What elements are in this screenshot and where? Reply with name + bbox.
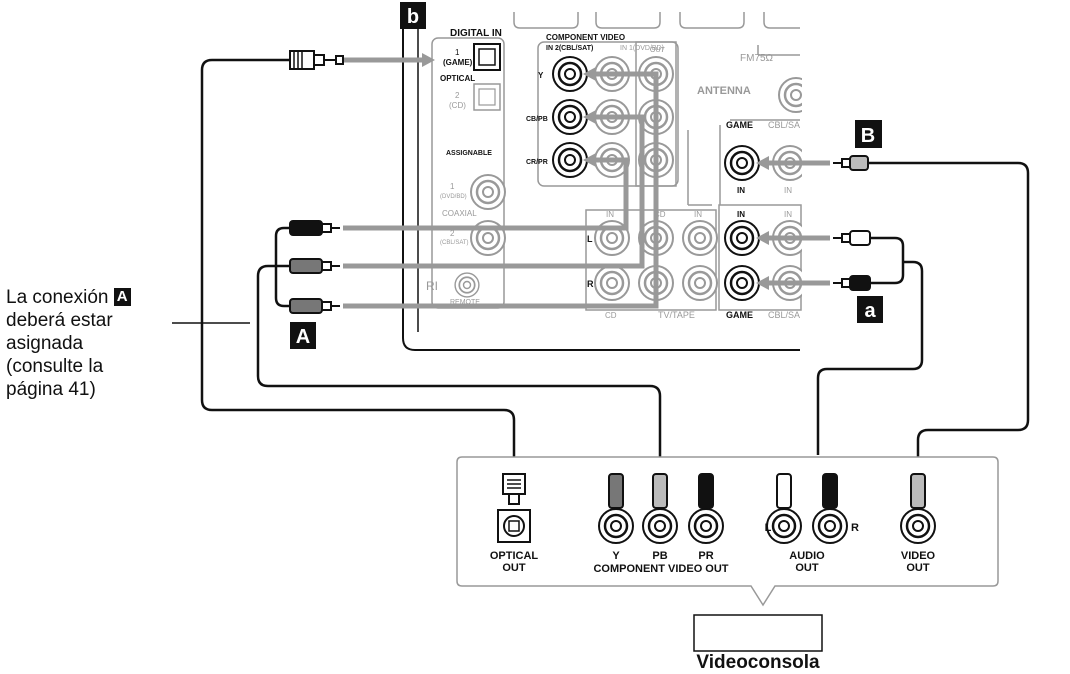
- svg-text:AUDIO: AUDIO: [789, 550, 825, 562]
- svg-text:COMPONENT VIDEO OUT: COMPONENT VIDEO OUT: [593, 563, 728, 575]
- connection-letters: b B a A: [290, 2, 883, 349]
- signal-arrows: [343, 57, 830, 309]
- svg-text:2: 2: [455, 91, 460, 100]
- svg-text:GAME: GAME: [726, 120, 753, 130]
- game-console-panel: [456, 456, 999, 652]
- svg-text:RI: RI: [426, 279, 438, 293]
- receiver-labels: DIGITAL IN 1 (GAME) OPTICAL 2 (CD) ASSIG…: [426, 28, 800, 320]
- svg-text:L: L: [765, 522, 772, 534]
- svg-text:OUT: OUT: [650, 47, 666, 54]
- svg-text:CR/PR: CR/PR: [526, 159, 548, 166]
- cable-plugs: [289, 50, 871, 314]
- letter-a-badge: [857, 296, 883, 323]
- svg-text:(GAME): (GAME): [443, 58, 473, 67]
- svg-text:CBL/SA: CBL/SA: [768, 120, 800, 130]
- svg-text:FM75Ω: FM75Ω: [740, 53, 774, 64]
- svg-text:CD: CD: [654, 210, 666, 219]
- assignable-label: ASSIGNABLE: [446, 150, 492, 157]
- letter-A-badge: [290, 322, 316, 349]
- svg-text:TV/TAPE: TV/TAPE: [658, 310, 695, 320]
- receiver-panel: [402, 12, 815, 351]
- svg-text:A: A: [296, 326, 310, 348]
- svg-text:L: L: [587, 234, 593, 244]
- arrowheads: [422, 53, 769, 290]
- svg-text:1: 1: [455, 48, 460, 57]
- svg-text:ANTENNA: ANTENNA: [697, 85, 751, 97]
- svg-text:R: R: [587, 279, 594, 289]
- svg-text:(DVD/BD): (DVD/BD): [440, 194, 467, 200]
- svg-text:CBL/SA: CBL/SA: [768, 310, 800, 320]
- letter-b-badge: [400, 2, 426, 29]
- svg-text:IN: IN: [694, 210, 702, 219]
- svg-text:OUT: OUT: [795, 562, 819, 574]
- svg-text:IN: IN: [737, 186, 745, 195]
- digital-in-label: DIGITAL IN: [450, 28, 502, 39]
- svg-text:IN 2(CBL/SAT): IN 2(CBL/SAT): [546, 45, 593, 52]
- svg-text:REMOTE: REMOTE: [450, 299, 480, 306]
- svg-text:(CD): (CD): [449, 101, 466, 110]
- svg-text:VIDEO: VIDEO: [901, 550, 936, 562]
- console-box: [693, 614, 823, 652]
- svg-text:OUT: OUT: [906, 562, 930, 574]
- console-labels: OPTICAL OUT Y PB PR COMPONENT VIDEO OUT …: [490, 522, 936, 575]
- svg-text:CB/PB: CB/PB: [526, 116, 548, 123]
- svg-text:B: B: [861, 125, 875, 147]
- svg-text:IN 1(DVD/BD): IN 1(DVD/BD): [620, 45, 664, 52]
- svg-text:R: R: [851, 522, 859, 534]
- svg-text:a: a: [864, 300, 876, 322]
- svg-text:GAME: GAME: [726, 310, 753, 320]
- cables: [200, 58, 1030, 474]
- svg-text:COAXIAL: COAXIAL: [442, 209, 477, 218]
- videoconsola-label: Videoconsola: [696, 652, 820, 673]
- svg-text:IN: IN: [784, 210, 792, 219]
- svg-text:(CBL/SAT): (CBL/SAT): [440, 240, 469, 246]
- svg-text:OPTICAL: OPTICAL: [440, 74, 475, 83]
- svg-text:COMPONENT VIDEO: COMPONENT VIDEO: [546, 33, 625, 42]
- svg-text:IN: IN: [784, 186, 792, 195]
- svg-text:Y: Y: [612, 550, 620, 562]
- svg-text:IN: IN: [606, 210, 614, 219]
- svg-text:Y: Y: [538, 71, 544, 80]
- svg-text:OPTICAL: OPTICAL: [490, 550, 539, 562]
- svg-text:1: 1: [450, 182, 455, 191]
- svg-text:IN: IN: [737, 210, 745, 219]
- note-badge-A: A: [113, 288, 131, 306]
- svg-text:2: 2: [450, 229, 455, 238]
- svg-text:b: b: [407, 6, 419, 28]
- assignment-note: La conexión A deberá estar asignada (con…: [6, 286, 131, 401]
- svg-text:PR: PR: [698, 550, 713, 562]
- svg-text:CD: CD: [605, 311, 617, 320]
- letter-B-badge: [855, 120, 882, 148]
- svg-text:OUT: OUT: [502, 562, 526, 574]
- svg-text:PB: PB: [652, 550, 667, 562]
